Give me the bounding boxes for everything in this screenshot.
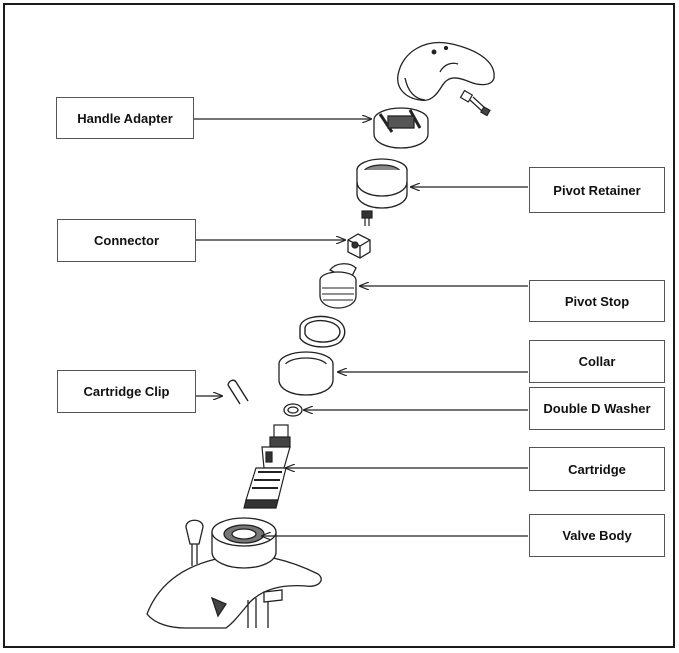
label-double-d-washer: Double D Washer (529, 387, 665, 430)
label-pivot-stop: Pivot Stop (529, 280, 665, 322)
label-cartridge: Cartridge (529, 447, 665, 491)
label-collar: Collar (529, 340, 665, 383)
cartridge-clip-part (227, 379, 249, 405)
handle-lever-part (397, 42, 495, 102)
collar-part (278, 351, 334, 396)
label-valve-body: Valve Body (529, 514, 665, 557)
leader-lines (193, 119, 528, 536)
label-handle-adapter: Handle Adapter (56, 97, 194, 139)
valve-body-part (146, 517, 322, 629)
handle-adapter-part (373, 107, 429, 149)
connector-part (347, 233, 371, 259)
pivot-stop-part (319, 263, 357, 309)
pivot-retainer-part (356, 158, 408, 209)
gasket-ring-part (299, 315, 346, 348)
label-pivot-retainer: Pivot Retainer (529, 167, 665, 213)
connector-screw-part (361, 210, 373, 226)
double-d-washer-part (283, 403, 303, 417)
diagram-frame (3, 3, 675, 648)
label-cartridge-clip: Cartridge Clip (57, 370, 196, 413)
label-connector: Connector (57, 219, 196, 262)
cartridge-part (243, 424, 291, 509)
handle-screw-part (459, 89, 491, 117)
